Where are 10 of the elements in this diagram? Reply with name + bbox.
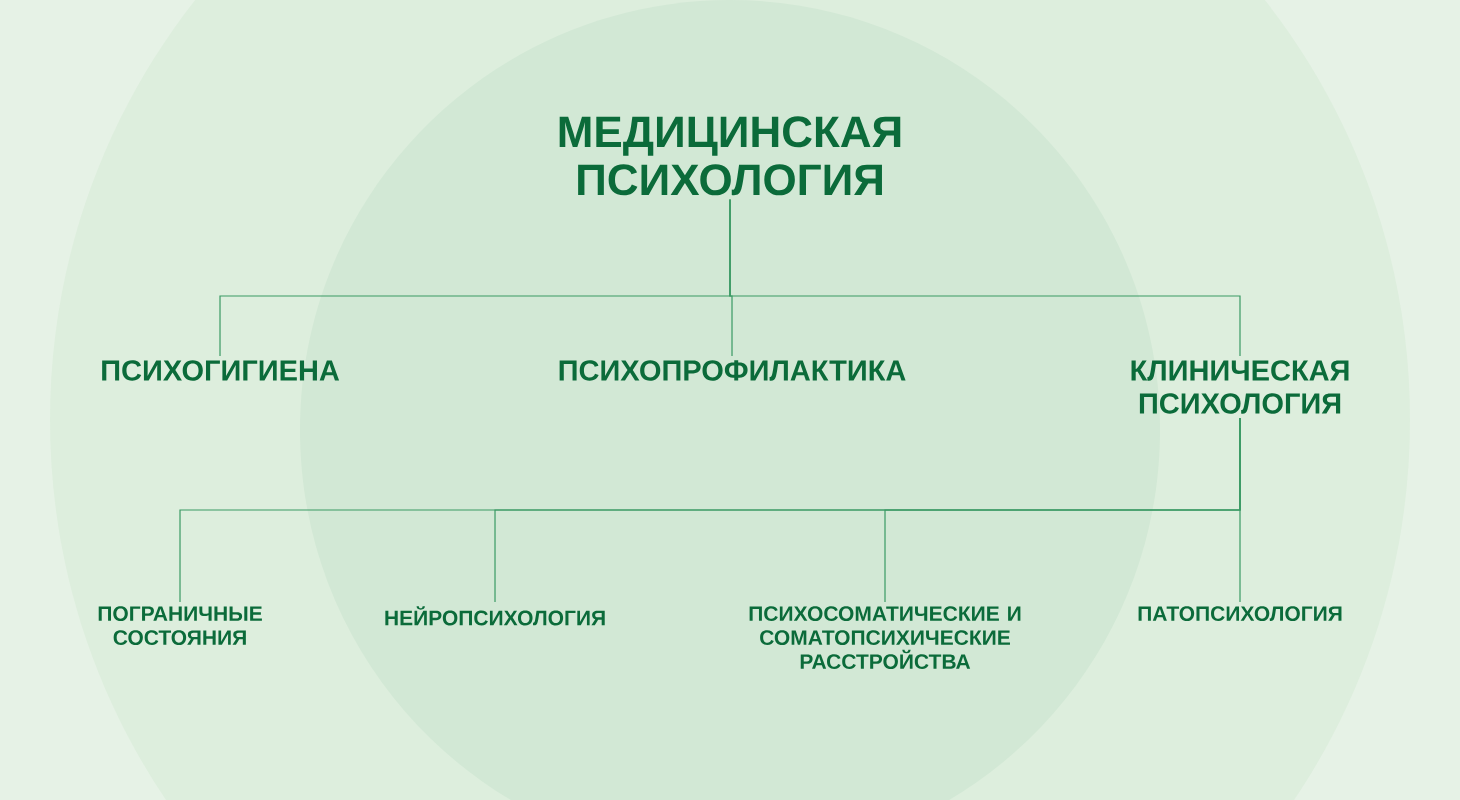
node-label: ПОГРАНИЧНЫЕ СОСТОЯНИЯ xyxy=(98,606,262,646)
connector-line xyxy=(729,198,1241,357)
connector-line xyxy=(1239,417,1241,603)
node-label: НЕЙРОПСИХОЛОГИЯ xyxy=(385,606,605,626)
node-label: ПАТОПСИХОЛОГИЯ xyxy=(1138,606,1342,622)
node-label: ПСИХОСОМАТИЧЕСКИЕ И СОМАТОПСИХИЧЕСКИЕ РАССТРОЙСТВА xyxy=(749,606,1021,670)
node-label: ПСИХОПРОФИЛАКТИКА xyxy=(559,360,906,381)
heading-text: МЕДИЦИНСКАЯ ПСИХОЛОГИЯ xyxy=(559,116,901,196)
node-label: ПСИХОГИГИЕНА xyxy=(102,360,340,381)
node-label: КЛИНИЧЕСКАЯ ПСИХОЛОГИЯ xyxy=(1131,360,1349,414)
